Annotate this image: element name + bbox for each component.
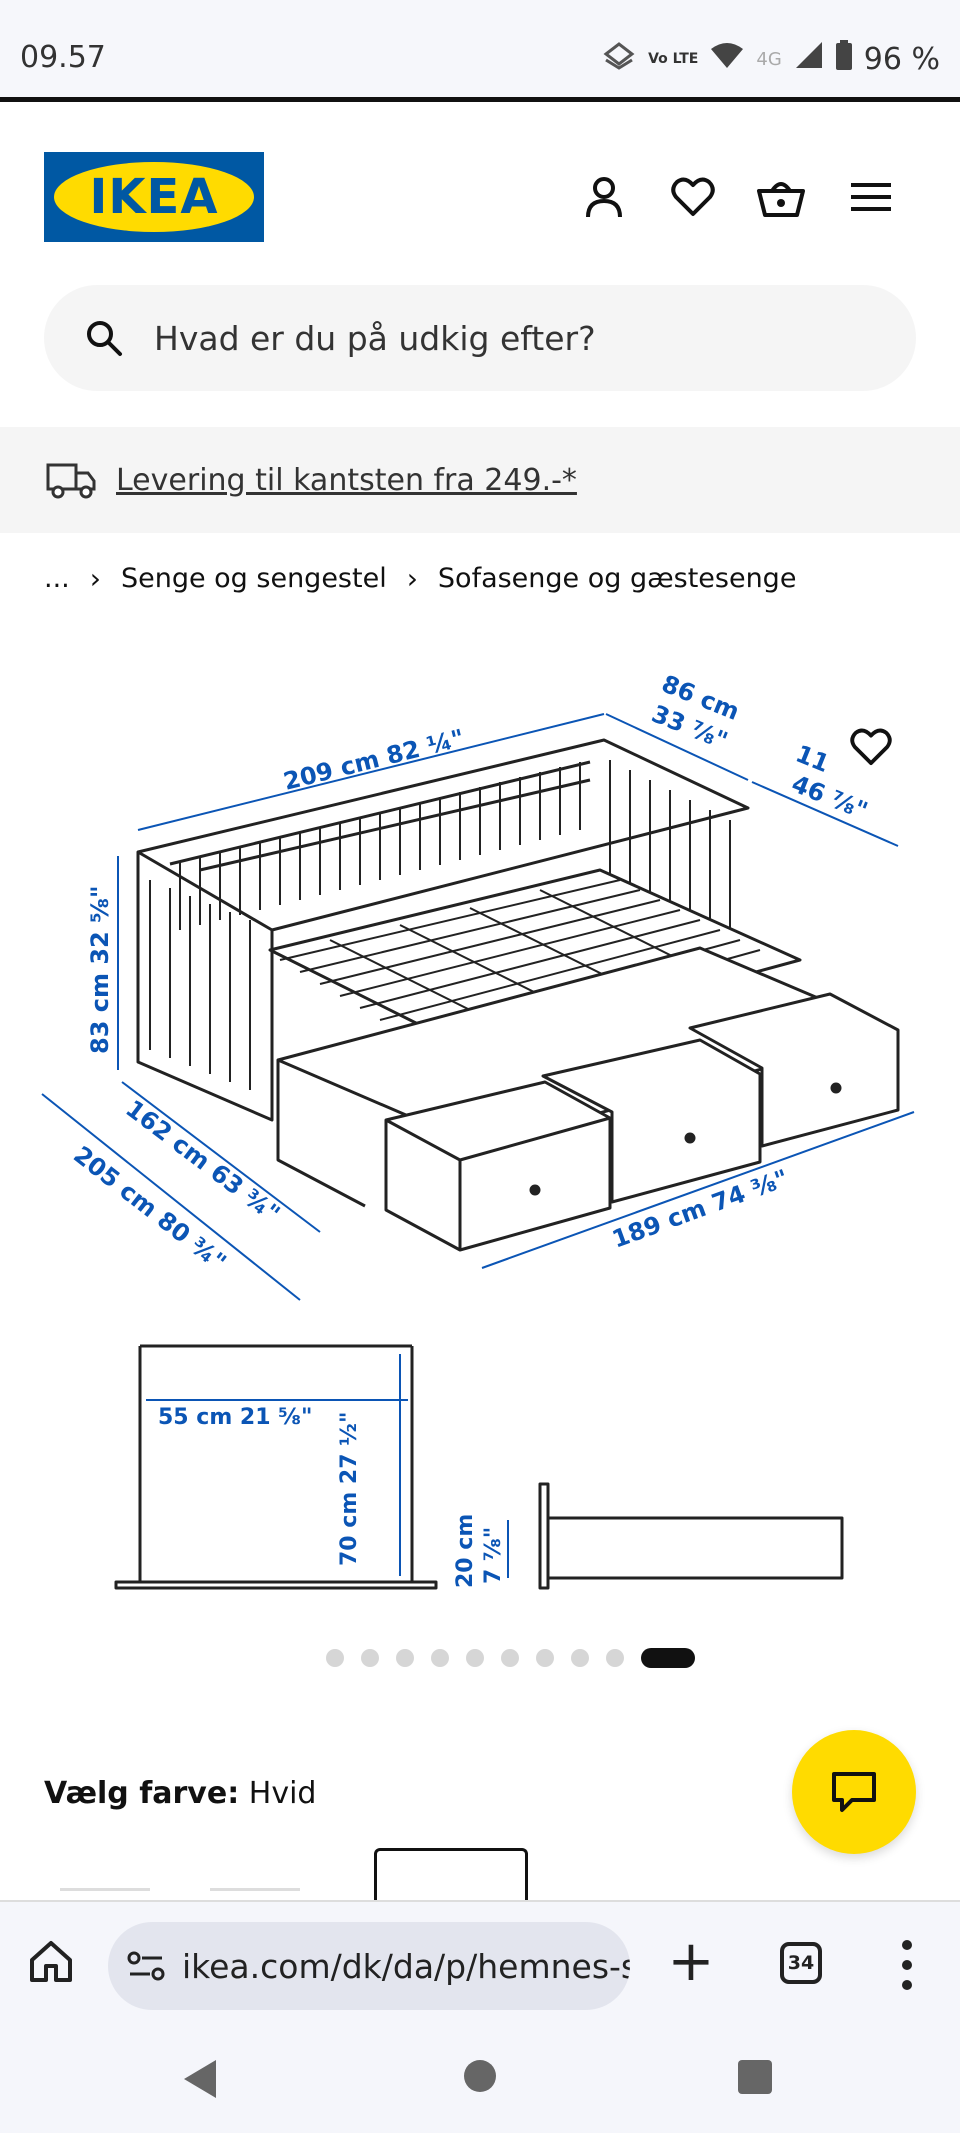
chat-bubble-icon: [832, 1772, 876, 1812]
dim-drawer-height-in: 7 ⅞": [481, 1527, 506, 1584]
color-swatch-selected[interactable]: [374, 1848, 528, 1900]
battery-icon: [835, 40, 852, 78]
home-circle-icon[interactable]: [464, 2060, 496, 2092]
gallery-dot[interactable]: [430, 1649, 449, 1667]
breadcrumb-beds[interactable]: Senge og sengestel: [120, 563, 387, 594]
gallery-dot-active[interactable]: [640, 1648, 695, 1668]
status-time: 09.57: [20, 40, 106, 75]
gallery-dot[interactable]: [500, 1649, 519, 1667]
dim-drawer-height: 20 cm: [453, 1514, 478, 1588]
volte-label: Vo LTE: [648, 51, 699, 67]
gallery-pagination: [0, 1648, 960, 1668]
chat-button[interactable]: [792, 1730, 916, 1854]
site-header: IKEA: [0, 107, 960, 427]
gallery-dot[interactable]: [465, 1649, 484, 1667]
color-select-label: Vælg farve: Hvid: [44, 1776, 316, 1811]
breadcrumb-sofabeds[interactable]: Sofasenge og gæstesenge: [437, 563, 797, 594]
gallery-dot[interactable]: [395, 1649, 414, 1667]
gallery-dot[interactable]: [325, 1649, 344, 1667]
home-icon[interactable]: [28, 1938, 82, 1992]
hamburger-menu-icon[interactable]: [843, 169, 899, 225]
ikea-logo[interactable]: IKEA: [44, 152, 264, 242]
gallery-dot[interactable]: [535, 1649, 554, 1667]
status-bar: 09.57 Vo LTE 4G 96 %: [0, 0, 960, 102]
search-input[interactable]: [154, 318, 854, 358]
color-label-title: Vælg farve:: [44, 1776, 240, 1811]
chevron-right-icon: ›: [89, 562, 101, 595]
wishlist-heart-icon[interactable]: [842, 718, 900, 776]
breadcrumb: ... › Senge og sengestel › Sofasenge og …: [44, 562, 796, 595]
dim-inner-height: 70 cm 27 ½": [337, 1412, 362, 1566]
url-text: ikea.com/dk/da/p/hemnes-s: [182, 1946, 630, 1986]
product-gallery[interactable]: 209 cm 82 ¼" 86 cm 33 ⅞" 11 46 ⅞" 83 cm …: [0, 640, 960, 1620]
tab-switcher-button[interactable]: 34: [780, 1942, 822, 1984]
color-swatch[interactable]: [210, 1888, 300, 1900]
address-bar[interactable]: ikea.com/dk/da/p/hemnes-s: [108, 1922, 630, 2010]
truck-icon: [46, 461, 96, 499]
search-icon: [84, 318, 124, 358]
heart-icon[interactable]: [665, 169, 721, 225]
more-options-icon[interactable]: [900, 1940, 914, 1990]
color-swatch[interactable]: [60, 1888, 150, 1900]
chevron-right-icon: ›: [406, 562, 418, 595]
battery-level: 96 %: [863, 41, 940, 77]
dim-height: 83 cm 32 ⅝": [86, 886, 114, 1054]
recent-apps-icon[interactable]: [738, 2060, 772, 2094]
gallery-dot[interactable]: [570, 1649, 589, 1667]
site-settings-icon[interactable]: [126, 1948, 166, 1984]
browser-toolbar: ikea.com/dk/da/p/hemnes-s + 34: [0, 1900, 960, 2028]
gallery-dot[interactable]: [360, 1649, 379, 1667]
color-swatches: [0, 1848, 960, 1900]
dim-inner-width: 55 cm 21 ⅝": [158, 1405, 312, 1430]
cell-signal-icon: [794, 41, 824, 77]
back-icon[interactable]: [184, 2060, 216, 2098]
gallery-dot[interactable]: [605, 1649, 624, 1667]
search-bar[interactable]: [44, 285, 916, 391]
new-tab-button[interactable]: +: [667, 1929, 715, 1994]
delivery-banner: Levering til kantsten fra 249.-*: [0, 427, 960, 533]
delivery-link[interactable]: Levering til kantsten fra 249.-*: [116, 462, 577, 498]
cloud-sync-icon: [602, 40, 636, 78]
status-icons: Vo LTE 4G 96 %: [602, 40, 940, 78]
network-type: 4G: [756, 48, 782, 70]
basket-icon[interactable]: [753, 169, 809, 225]
dimension-drawing: 209 cm 82 ¼" 86 cm 33 ⅞" 11 46 ⅞" 83 cm …: [41, 670, 915, 1590]
account-icon[interactable]: [576, 169, 632, 225]
breadcrumb-ellipsis[interactable]: ...: [44, 563, 70, 594]
wifi-icon: [710, 41, 744, 77]
color-value: Hvid: [248, 1776, 317, 1811]
logo-oval: IKEA: [54, 162, 254, 232]
logo-text: IKEA: [89, 169, 219, 225]
system-nav-bar: [0, 2028, 960, 2133]
